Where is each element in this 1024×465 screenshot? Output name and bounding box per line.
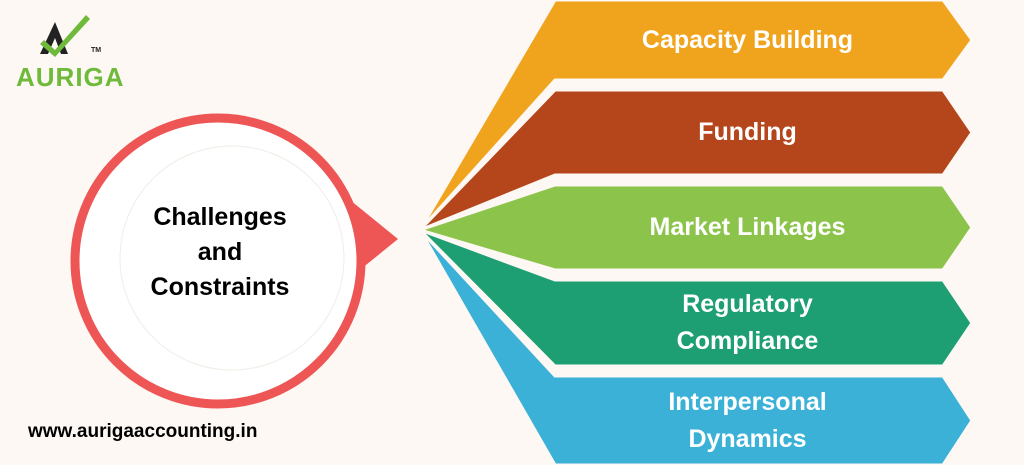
fan-label-line: Interpersonal [668,387,827,416]
fan-label-1: Capacity Building [585,0,910,80]
fan-label-line: Dynamics [688,424,807,453]
fan-label-2: Funding [585,90,910,175]
fan-label-line: Compliance [676,327,819,355]
logo-tm: TM [91,47,101,54]
center-circle-inner [119,145,345,371]
fan-label-line: Funding [698,118,797,146]
auriga-logo-mark: TM [40,15,101,57]
fan-label-line: Market Linkages [649,213,846,241]
fan-segment-3 [418,183,974,272]
center-hub [70,113,398,409]
logo-check-icon [40,15,90,57]
center-title-line: and [197,238,243,266]
fan-label-text: Capacity Building [642,22,853,59]
fan-label-line: Regulatory [682,290,813,318]
brand-name: AURIGA [16,62,125,92]
fan-segments [418,0,974,465]
fan-label-text: Funding [698,114,797,151]
center-title-line: Challenges [153,203,287,231]
center-title-line: Constraints [150,273,290,301]
fan-label-text: Market Linkages [650,209,846,246]
website-url: www.aurigaaccounting.in [28,421,258,442]
fan-label-line: Capacity Building [641,25,854,54]
fan-segment-1 [418,0,974,232]
fan-segment-2 [418,88,974,232]
fan-segment-5 [418,228,974,465]
fan-segment-4 [418,228,974,368]
fan-label-3: Market Linkages [585,185,910,270]
